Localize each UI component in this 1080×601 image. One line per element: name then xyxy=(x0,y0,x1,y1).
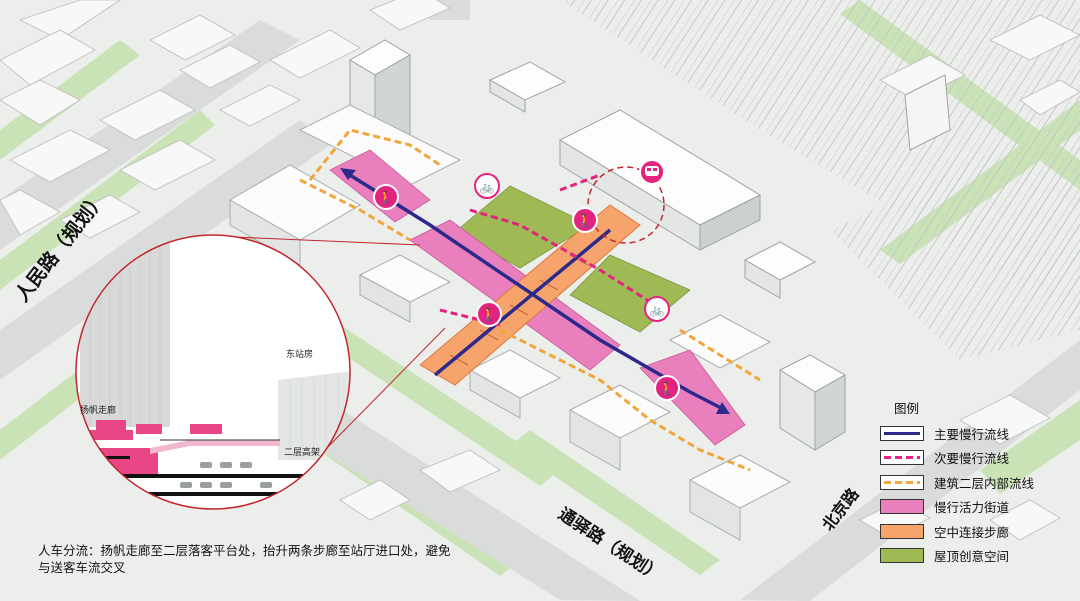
svg-text:🚶: 🚶 xyxy=(378,190,394,206)
background-buildings xyxy=(0,0,1080,541)
legend-label: 空中连接步廊 xyxy=(934,524,1010,540)
pedestrian-icon: 🚶 xyxy=(654,375,680,401)
legend-item-skywalk: 空中连接步廊 xyxy=(880,519,1070,544)
legend-item-vitality-street: 慢行活力街道 xyxy=(880,495,1070,520)
train-icon xyxy=(639,159,665,185)
pedestrian-icon: 🚶 xyxy=(373,184,399,210)
skywalk-canopy xyxy=(449,254,589,366)
legend-label: 建筑二层内部流线 xyxy=(934,475,1035,491)
legend-label: 主要慢行流线 xyxy=(934,426,1010,442)
legend-label: 次要慢行流线 xyxy=(934,451,1010,467)
inset-border xyxy=(75,234,351,510)
section-inset xyxy=(76,235,350,509)
inset-label-yangfan: 扬帆走廊 xyxy=(80,406,117,416)
internal-flow-lines xyxy=(299,128,761,472)
svg-text:🚲: 🚲 xyxy=(650,303,665,317)
inset-label-gaojia: 二层高架 xyxy=(284,448,321,458)
complex-buildings xyxy=(229,104,792,541)
pedestrian-icon: 🚶 xyxy=(476,301,502,327)
bicycle-icon: 🚲 xyxy=(474,173,500,199)
bicycle-icon: 🚲 xyxy=(644,296,670,322)
legend-swatch-green xyxy=(880,548,924,564)
legend-item-secondary-flow: 次要慢行流线 xyxy=(880,446,1070,471)
svg-text:🚶: 🚶 xyxy=(577,213,593,229)
inset-ramp xyxy=(150,440,280,454)
legend-item-internal-flow: 建筑二层内部流线 xyxy=(880,470,1070,495)
inset-connector xyxy=(211,235,446,456)
legend-item-rooftop: 屋顶创意空间 xyxy=(880,544,1070,569)
legend-label: 慢行活力街道 xyxy=(934,500,1010,516)
station-highlight-circle xyxy=(587,166,665,244)
inset-label-dongzhan: 东站房 xyxy=(286,350,314,360)
legend: 图例 主要慢行流线 次要慢行流线 建筑二层内部流线 慢行活力街道 空中连接步廊 … xyxy=(880,398,1070,568)
primary-flow-arrow xyxy=(340,168,356,180)
railway-yard xyxy=(830,110,1080,360)
secondary-flow-lines xyxy=(439,173,656,327)
legend-swatch-solid-line xyxy=(880,425,924,441)
legend-swatch-dashed-pink xyxy=(880,450,924,466)
legend-label: 屋顶创意空间 xyxy=(934,549,1010,565)
legend-swatch-pink xyxy=(880,499,924,515)
legend-swatch-dashed-orange xyxy=(880,474,924,490)
legend-item-primary-flow: 主要慢行流线 xyxy=(880,421,1070,446)
legend-swatch-orange xyxy=(880,523,924,539)
svg-text:🚶: 🚶 xyxy=(659,381,675,397)
legend-title: 图例 xyxy=(894,401,920,416)
inset-canopy xyxy=(78,420,222,440)
pedestrian-icon: 🚶 xyxy=(572,207,598,233)
primary-flow-arrow-2 xyxy=(716,402,730,414)
primary-flow-lines xyxy=(344,170,726,412)
caption-text: 人车分流：扬帆走廊至二层落客平台处，抬升两条步廊至站厅进口处，避免与送客车流交叉 xyxy=(38,543,451,575)
svg-text:🚲: 🚲 xyxy=(480,180,495,194)
svg-text:🚶: 🚶 xyxy=(481,307,497,323)
